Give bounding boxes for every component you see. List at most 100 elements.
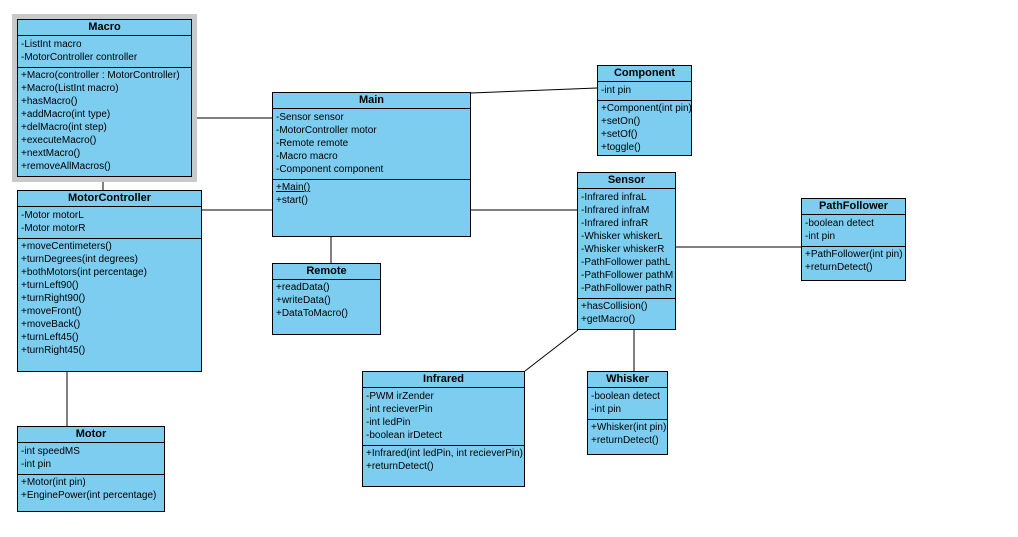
class-method: +writeData()	[276, 295, 331, 306]
methods-compartment: +Motor(int pin) +EnginePower(int percenta…	[18, 475, 164, 511]
class-title-motor: Motor	[18, 427, 164, 443]
class-method: +moveFront()	[21, 306, 82, 317]
uml-class-component[interactable]: Component -int pin +Component(int pin) +set…	[597, 65, 692, 156]
class-method: +toggle()	[601, 142, 641, 153]
class-attribute: -PathFollower pathM	[581, 270, 674, 281]
class-attribute: -int ledPin	[366, 417, 411, 428]
methods-compartment: +Whisker(int pin) +returnDetect()	[588, 420, 667, 454]
class-title-motorcontroller: MotorController	[18, 191, 201, 207]
class-method: +getMacro()	[581, 314, 636, 325]
class-attribute: -Infrared infraL	[581, 192, 647, 203]
class-title-remote: Remote	[273, 264, 380, 280]
class-method: +start()	[276, 195, 308, 206]
class-method: +executeMacro()	[21, 135, 97, 146]
class-method: +moveCentimeters()	[21, 241, 112, 252]
class-attribute: -PathFollower pathL	[581, 257, 671, 268]
class-method: +turnLeft45()	[21, 332, 79, 343]
class-method: +Motor(int pin)	[21, 477, 86, 488]
class-method: +nextMacro()	[21, 148, 81, 159]
class-method: +setOn()	[601, 116, 641, 127]
class-attribute: -int recieverPin	[366, 404, 433, 415]
class-title-macro: Macro	[18, 20, 191, 36]
class-method: +Infrared(int ledPin, int recieverPin)	[366, 448, 524, 459]
class-attribute: -boolean detect	[805, 218, 874, 229]
attributes-compartment: -ListInt macro -MotorController controlle…	[18, 36, 191, 68]
class-attribute: -MotorController controller	[21, 52, 138, 63]
class-method: +addMacro(int type)	[21, 109, 111, 120]
methods-compartment: +Main() +start()	[273, 180, 470, 236]
uml-class-whisker[interactable]: Whisker -boolean detect -int pin +Whisker(i…	[587, 371, 668, 455]
attributes-compartment: -Infrared infraL -Infrared infraM -Infrare…	[578, 189, 675, 299]
class-method: +Macro(controller : MotorController)	[21, 70, 180, 81]
class-method: +turnRight45()	[21, 345, 86, 356]
class-attribute: -int pin	[591, 404, 622, 415]
class-title-whisker: Whisker	[588, 372, 667, 388]
uml-class-infrared[interactable]: Infrared -PWM irZender -int recieverPin -in…	[362, 371, 525, 487]
class-attribute: -MotorController motor	[276, 125, 377, 136]
class-method: +setOf()	[601, 129, 638, 140]
class-method: +turnRight90()	[21, 293, 86, 304]
class-attribute: -ListInt macro	[21, 39, 82, 50]
class-attribute: -int pin	[805, 231, 836, 242]
class-title-component: Component	[598, 66, 691, 82]
class-attribute: -Whisker whiskerR	[581, 244, 665, 255]
attributes-compartment: -PWM irZender -int recieverPin -int ledPin…	[363, 388, 524, 446]
class-title-pathfollower: PathFollower	[802, 199, 905, 215]
class-attribute: -int pin	[601, 85, 632, 96]
methods-compartment: +readData()+writeData()+DataToMacro()	[273, 280, 380, 334]
class-method: +returnDetect()	[366, 461, 434, 472]
attributes-compartment: -Sensor sensor -MotorController motor -Rem…	[273, 109, 470, 180]
class-method: +hasCollision()	[581, 301, 648, 312]
uml-class-macro[interactable]: Macro -ListInt macro -MotorController cont…	[17, 19, 192, 177]
methods-compartment: +hasCollision() +getMacro()	[578, 299, 675, 329]
attributes-compartment: -int speedMS -int pin	[18, 443, 164, 475]
class-method: +turnLeft90()	[21, 280, 79, 291]
class-title-infrared: Infrared	[363, 372, 524, 388]
methods-compartment: +Component(int pin) +setOn() +setOf() +togg…	[598, 101, 691, 155]
class-attribute: -Remote remote	[276, 138, 349, 149]
attributes-compartment: -int pin	[598, 82, 691, 101]
class-method: +removeAllMacros()	[21, 161, 111, 172]
uml-class-sensor[interactable]: Sensor-Infrared infraL-Infrared infraM-I…	[577, 172, 676, 330]
attributes-compartment: -boolean detect -int pin	[588, 388, 667, 420]
class-method: +returnDetect()	[591, 435, 659, 446]
class-attribute: -Motor motorR	[21, 223, 86, 234]
class-method: +Component(int pin)	[601, 103, 691, 114]
class-attribute: -int pin	[21, 459, 52, 470]
attributes-compartment: -Motor motorL -Motor motorR	[18, 207, 201, 239]
uml-class-motor[interactable]: Motor -int speedMS -int pin +Motor(int pin)…	[17, 426, 165, 512]
uml-class-motorcontroller[interactable]: MotorController-Motor motorL-Motor motor…	[17, 190, 202, 372]
uml-class-main[interactable]: Main -Sensor sensor -MotorController motor…	[272, 92, 471, 237]
class-title-main: Main	[273, 93, 470, 109]
class-method: +Main()	[276, 182, 311, 193]
association-edge-sensor-infrared[interactable]	[524, 329, 579, 372]
uml-class-pathfollower[interactable]: PathFollower -boolean detect -int pin +Path…	[801, 198, 906, 281]
class-method: +DataToMacro()	[276, 308, 348, 319]
methods-compartment: +PathFollower(int pin) +returnDetect()	[802, 247, 905, 280]
class-attribute: -boolean irDetect	[366, 430, 443, 441]
class-attribute: -Infrared infraM	[581, 205, 650, 216]
class-method: +EnginePower(int percentage)	[21, 490, 157, 501]
class-method: +delMacro(int step)	[21, 122, 107, 133]
class-attribute: -Sensor sensor	[276, 112, 344, 123]
class-attribute: -Component component	[276, 164, 384, 175]
class-attribute: -PWM irZender	[366, 391, 434, 402]
association-edge-main-component[interactable]	[470, 87, 598, 94]
class-attribute: -Infrared infraR	[581, 218, 649, 229]
class-method: +Whisker(int pin)	[591, 422, 667, 433]
class-attribute: -int speedMS	[21, 446, 80, 457]
class-attribute: -PathFollower pathR	[581, 283, 673, 294]
class-attribute: -boolean detect	[591, 391, 660, 402]
methods-compartment: +moveCentimeters() +turnDegrees(int degre…	[18, 239, 201, 371]
class-method: +turnDegrees(int degrees)	[21, 254, 139, 265]
class-attribute: -Motor motorL	[21, 210, 84, 221]
methods-compartment: +Macro(controller : MotorController)+Mac…	[18, 68, 191, 176]
class-attribute: -Whisker whiskerL	[581, 231, 663, 242]
class-method: +returnDetect()	[805, 262, 873, 273]
methods-compartment: +Infrared(int ledPin, int recieverPin) +r…	[363, 446, 524, 486]
class-attribute: -Macro macro	[276, 151, 338, 162]
class-method: +PathFollower(int pin)	[805, 249, 903, 260]
uml-class-remote[interactable]: Remote+readData()+writeData()+DataToMacr…	[272, 263, 381, 335]
